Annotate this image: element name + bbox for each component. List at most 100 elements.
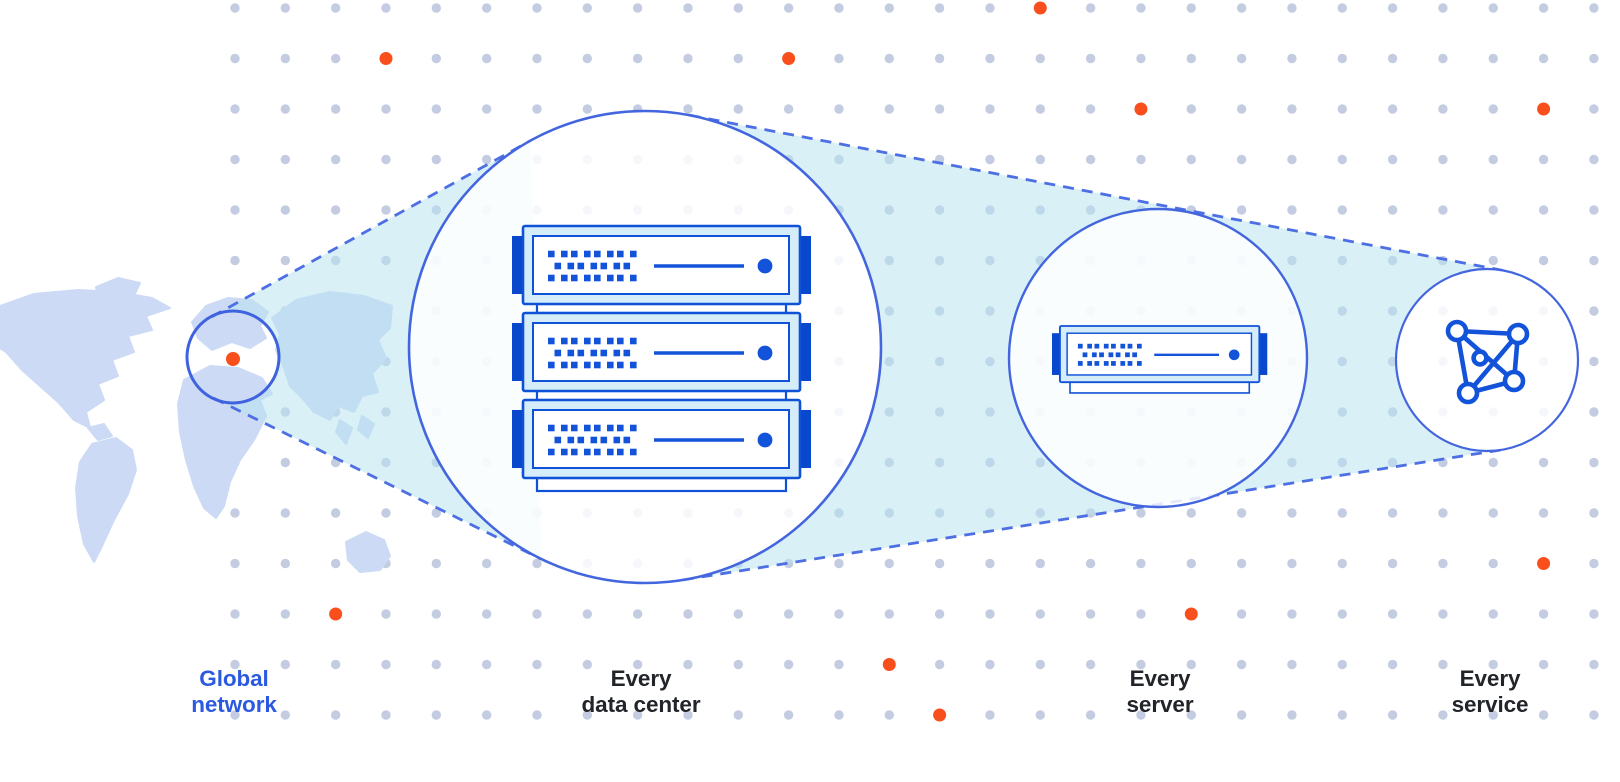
- server-side-tab: [512, 410, 523, 468]
- grid-dot: [934, 558, 945, 569]
- grid-dot: [431, 53, 442, 64]
- grid-dot: [1538, 205, 1549, 215]
- vent-dot: [567, 349, 575, 357]
- vent-dot: [548, 337, 555, 345]
- grid-dot: [280, 3, 291, 13]
- accent-dot: [1537, 557, 1551, 570]
- grid-dot: [481, 154, 492, 165]
- grid-dot: [230, 508, 240, 518]
- vent-dot: [1082, 352, 1088, 358]
- grid-dot: [783, 710, 794, 720]
- grid-dot: [1085, 609, 1096, 619]
- grid-dot: [683, 710, 693, 720]
- grid-dot: [1287, 659, 1297, 670]
- vent-dot: [1077, 343, 1083, 349]
- grid-dot: [1387, 3, 1398, 13]
- vent-dot: [571, 274, 578, 282]
- vent-dot: [571, 337, 578, 345]
- grid-dot: [1488, 154, 1498, 165]
- label-every-server: Every server: [1126, 666, 1194, 717]
- grid-dot: [1337, 154, 1347, 165]
- grid-dot: [230, 154, 240, 165]
- vent-dot: [594, 361, 601, 369]
- vent-dot: [584, 361, 591, 369]
- grid-dot: [1387, 558, 1398, 569]
- grid-dot: [1035, 154, 1045, 165]
- grid-dot: [733, 609, 743, 619]
- grid-dot: [1035, 659, 1045, 670]
- vent-dot: [630, 274, 637, 282]
- vent-dot: [554, 436, 562, 444]
- vent-dot: [1120, 361, 1126, 366]
- vent-dot: [1094, 361, 1100, 366]
- grid-dot: [1186, 659, 1196, 670]
- grid-dot: [834, 609, 844, 619]
- grid-dot: [1337, 508, 1347, 518]
- grid-dot: [1589, 609, 1599, 619]
- grid-dot: [1387, 659, 1398, 670]
- grid-dot: [230, 558, 240, 569]
- continent-shape: [345, 531, 391, 573]
- label-global-network: Global network: [191, 666, 277, 717]
- vent-dot: [613, 436, 621, 444]
- vent-dot: [607, 250, 614, 258]
- grid-dot: [431, 154, 442, 165]
- grid-dot: [1236, 659, 1247, 670]
- grid-dot: [1589, 457, 1599, 468]
- grid-dot: [1236, 154, 1247, 165]
- vent-dot: [1127, 361, 1133, 366]
- vent-dot: [607, 337, 614, 345]
- vent-dot: [630, 448, 637, 456]
- grid-dot: [1488, 659, 1498, 670]
- vent-dot: [617, 424, 624, 432]
- grid-dot: [1488, 558, 1498, 569]
- grid-dot: [1387, 154, 1398, 165]
- grid-dot: [1438, 609, 1448, 619]
- grid-dot: [1538, 508, 1549, 518]
- grid-dot: [733, 53, 743, 64]
- grid-dot: [783, 659, 794, 670]
- grid-dot: [1488, 710, 1498, 720]
- grid-dot: [1236, 3, 1247, 13]
- grid-dot: [582, 53, 593, 64]
- grid-dot: [431, 558, 442, 569]
- grid-dot: [1589, 710, 1599, 720]
- grid-dot: [1136, 558, 1146, 569]
- accent-dot: [782, 52, 796, 65]
- vent-dot: [590, 349, 598, 357]
- grid-dot: [1287, 558, 1297, 569]
- vent-dot: [1111, 361, 1116, 366]
- grid-dot: [582, 3, 593, 13]
- vent-dot: [617, 337, 624, 345]
- vent-dot: [630, 424, 637, 432]
- grid-dot: [1186, 508, 1196, 518]
- network-mesh-icon: [1445, 319, 1530, 405]
- grid-dot: [1186, 104, 1196, 114]
- grid-dot: [1538, 3, 1549, 13]
- grid-dot: [985, 154, 995, 165]
- vent-dot: [577, 349, 585, 357]
- grid-dot: [1538, 255, 1549, 266]
- grid-dot: [230, 3, 240, 13]
- mesh-node: [1506, 322, 1530, 346]
- power-led: [1228, 349, 1240, 361]
- vent-dot: [577, 436, 585, 444]
- grid-dot: [1337, 53, 1347, 64]
- grid-dot: [431, 659, 442, 670]
- grid-dot: [280, 508, 291, 518]
- grid-dot: [230, 710, 240, 720]
- accent-dot: [882, 658, 896, 671]
- grid-dot: [1438, 53, 1448, 64]
- vent-dot: [584, 424, 591, 432]
- vent-dot: [607, 424, 614, 432]
- grid-dot: [1035, 558, 1045, 569]
- grid-dot: [330, 104, 341, 114]
- grid-dot: [330, 154, 341, 165]
- vent-dot: [548, 274, 555, 282]
- continent-shape: [0, 289, 171, 429]
- vent-dot: [630, 250, 637, 258]
- label-every-data-center: Every data center: [581, 666, 701, 717]
- grid-dot: [330, 710, 341, 720]
- vent-dot: [584, 274, 591, 282]
- grid-dot: [330, 659, 341, 670]
